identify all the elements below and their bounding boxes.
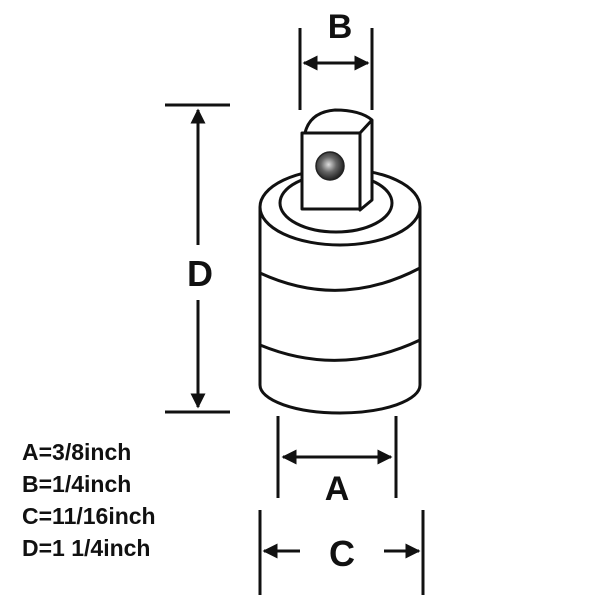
spec-b: B=1/4inch [22,471,131,497]
label-b: B [328,8,353,46]
dimension-b [298,28,374,110]
dimension-d [165,103,230,414]
label-c: C [329,533,355,574]
square-drive [300,108,374,212]
dimension-c [258,510,425,595]
dimension-a [276,416,398,498]
detent-ball [315,151,345,181]
label-a: A [325,470,350,508]
spec-a: A=3/8inch [22,439,131,465]
spec-c: C=11/16inch [22,503,156,529]
spec-d: D=1 1/4inch [22,535,150,561]
label-d: D [187,253,213,294]
